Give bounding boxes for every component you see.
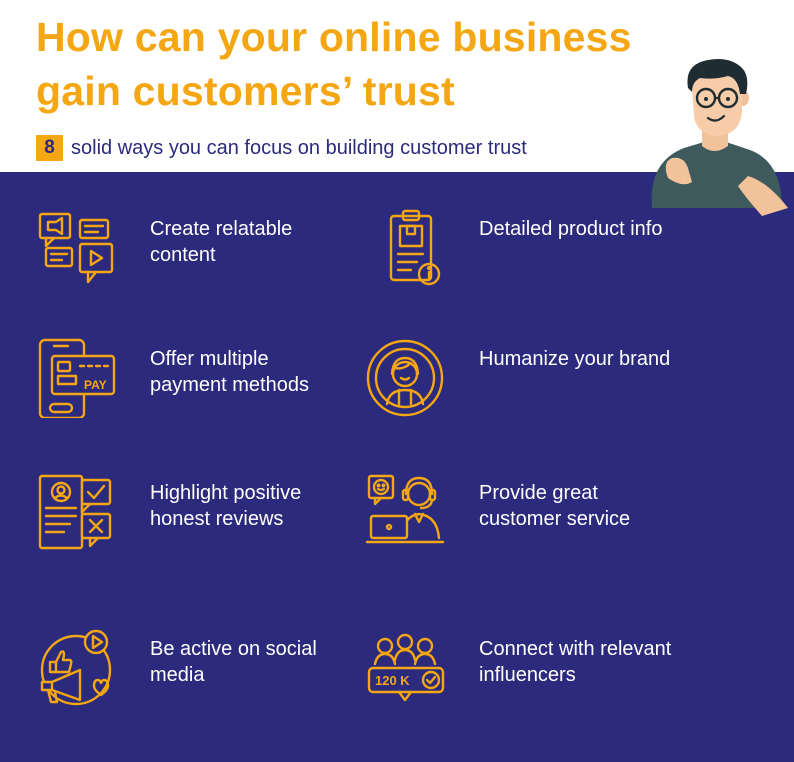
list-item-humanize-brand: Humanize your brand [365,338,685,458]
item-label: Provide great customer service [479,482,631,530]
subtitle-text: solid ways you can focus on building cus… [71,136,527,159]
list-item-influencers: 120 K Connect with relevant influencers [365,628,685,748]
page-title: How can your online business gain custom… [36,10,676,118]
subtitle: 8 solid ways you can focus on building c… [36,135,527,161]
list-item-reviews: Highlight positive honest reviews [36,472,356,592]
item-label: Be active on social media [150,638,317,686]
followers-count-text: 120 K [375,673,410,688]
title-line-1: How can your online business [36,14,632,60]
item-label: Highlight positive honest reviews [150,482,302,530]
item-label: Humanize your brand [479,348,671,370]
influencers-followers-icon: 120 K [367,633,445,702]
content-media-icon [38,212,114,284]
header-section: How can your online business gain custom… [0,0,794,172]
person-avatar-icon [366,339,444,417]
item-label: Create relatable content [150,218,293,266]
person-illustration [651,59,788,216]
social-media-megaphone-icon [40,629,112,706]
review-check-icon [38,474,112,550]
pay-text: PAY [84,378,107,392]
list-item-social-media: Be active on social media [36,628,356,748]
list-item-product-info: Detailed product info [365,208,685,328]
item-label: Connect with relevant influencers [479,638,672,686]
ways-panel: Create relatable content Detailed produc… [0,172,794,762]
list-item-customer-service: Provide great customer service [365,472,685,592]
list-item-relatable-content: Create relatable content [36,208,356,328]
customer-service-headset-icon [365,474,445,544]
item-label: Detailed product info [479,218,663,240]
title-line-2: gain customers’ trust [36,68,455,114]
item-label: Offer multiple payment methods [150,348,309,396]
count-badge: 8 [36,135,63,161]
list-item-payment-methods: PAY Offer multiple payment methods [36,338,356,458]
payment-phone-icon: PAY [38,338,116,418]
product-info-clipboard-icon [389,209,441,286]
